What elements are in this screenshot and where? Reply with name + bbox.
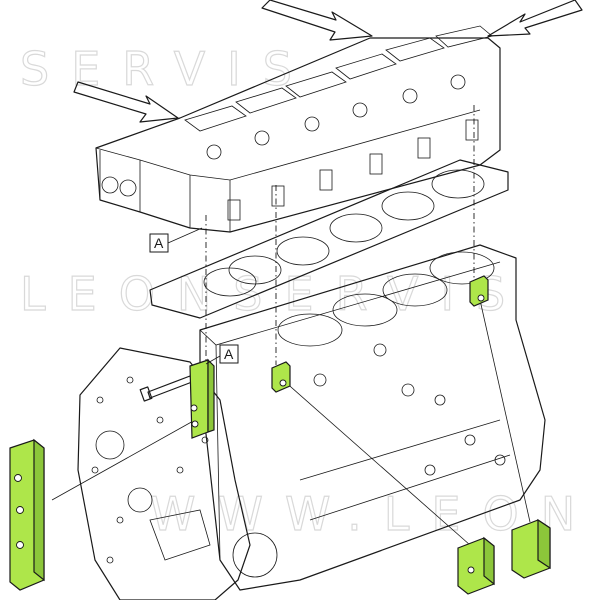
dowel-sleeve-left (189, 358, 215, 439)
bolt (139, 375, 193, 402)
callout-a-head-label: A (154, 235, 164, 251)
alignment-lines (205, 105, 475, 365)
engine-block (199, 244, 546, 591)
enlarged-sleeve-center (457, 536, 495, 595)
timing-plate (77, 347, 278, 600)
arrow-left (73, 81, 179, 123)
enlarged-sleeve-right (511, 518, 551, 579)
dowel-pin-right (469, 275, 489, 307)
callout-a-block: A (205, 344, 239, 365)
head-ports (101, 25, 493, 221)
watermark-middle: LEONSERVIS (20, 267, 527, 321)
enlarged-plate (9, 438, 45, 591)
arrow-right (487, 0, 583, 37)
cylinder-head (95, 25, 501, 233)
callout-a-block-label: A (224, 346, 234, 362)
leader-lines (51, 299, 531, 546)
arrow-top (261, 0, 373, 41)
callout-a-head: A (149, 227, 203, 253)
head-gasket (149, 159, 509, 319)
watermark-top: SERVIS (20, 42, 314, 96)
dowel-pin-center (271, 361, 291, 393)
